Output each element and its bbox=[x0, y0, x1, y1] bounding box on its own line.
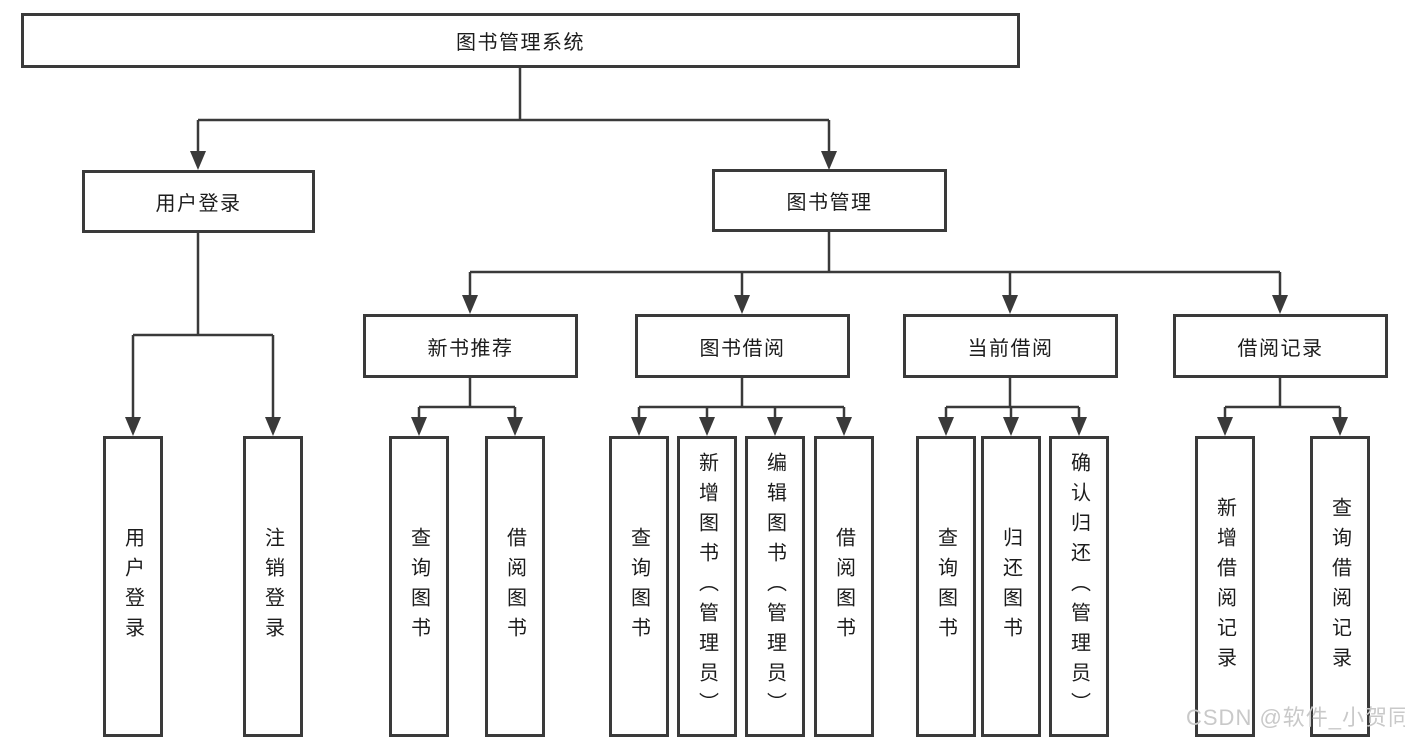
node-label: 新书推荐 bbox=[427, 337, 514, 360]
node-label: 图书管理 bbox=[786, 192, 873, 214]
node-label: 编辑图书（管理员） bbox=[763, 451, 786, 722]
leaf-borrow-books-recommend: 借阅图书 bbox=[485, 436, 545, 737]
node-label: 确认归还（管理员） bbox=[1067, 451, 1090, 722]
node-label: 归还图书 bbox=[999, 526, 1022, 647]
node-label: 查询图书 bbox=[407, 526, 430, 647]
leaf-add-borrow-record: 新增借阅记录 bbox=[1195, 436, 1255, 737]
node-borrowing-records: 借阅记录 bbox=[1173, 314, 1388, 378]
node-label: 借阅图书 bbox=[832, 526, 855, 647]
leaf-confirm-return-admin: 确认归还（管理员） bbox=[1049, 436, 1109, 737]
leaf-query-books-current: 查询图书 bbox=[916, 436, 976, 737]
node-label: 用户登录 bbox=[121, 526, 144, 647]
leaf-edit-book-admin: 编辑图书（管理员） bbox=[745, 436, 805, 737]
leaf-query-borrow-record: 查询借阅记录 bbox=[1310, 436, 1370, 737]
node-book-borrowing: 图书借阅 bbox=[635, 314, 850, 378]
node-label: 新增图书（管理员） bbox=[695, 451, 718, 722]
leaf-query-books-borrowing: 查询图书 bbox=[609, 436, 669, 737]
edges-login-to-leaves bbox=[125, 233, 281, 436]
edges-records-to-leaves bbox=[1217, 378, 1348, 436]
watermark-text: CSDN @软件_小贺同学 bbox=[1186, 705, 1405, 730]
edges-current-to-leaves bbox=[938, 378, 1087, 436]
node-label: 借阅图书 bbox=[503, 526, 526, 647]
leaf-borrow-books-borrowing: 借阅图书 bbox=[814, 436, 874, 737]
leaf-logout: 注销登录 bbox=[243, 436, 303, 737]
edges-root-to-level2 bbox=[190, 68, 837, 170]
node-label: 图书管理系统 bbox=[456, 32, 585, 54]
node-label: 查询借阅记录 bbox=[1328, 496, 1351, 677]
node-label: 当前借阅 bbox=[967, 337, 1054, 360]
edges-borrowing-to-leaves bbox=[631, 378, 852, 436]
edges-management-to-level3 bbox=[462, 232, 1288, 314]
leaf-query-books-recommend: 查询图书 bbox=[389, 436, 449, 737]
leaf-user-login: 用户登录 bbox=[103, 436, 163, 737]
node-current-borrowing: 当前借阅 bbox=[903, 314, 1118, 378]
node-label: 用户登录 bbox=[155, 193, 242, 215]
node-library-management-system: 图书管理系统 bbox=[21, 13, 1020, 68]
node-book-management: 图书管理 bbox=[712, 169, 947, 232]
leaf-add-book-admin: 新增图书（管理员） bbox=[677, 436, 737, 737]
node-label: 查询图书 bbox=[934, 526, 957, 647]
node-label: 借阅记录 bbox=[1237, 337, 1324, 360]
leaf-return-book: 归还图书 bbox=[981, 436, 1041, 737]
node-label: 注销登录 bbox=[261, 526, 284, 647]
node-label: 查询图书 bbox=[627, 526, 650, 647]
node-label: 图书借阅 bbox=[699, 337, 786, 360]
node-user-login: 用户登录 bbox=[82, 170, 315, 233]
node-new-book-recommendation: 新书推荐 bbox=[363, 314, 578, 378]
edges-newbook-to-leaves bbox=[411, 378, 523, 436]
node-label: 新增借阅记录 bbox=[1213, 496, 1236, 677]
